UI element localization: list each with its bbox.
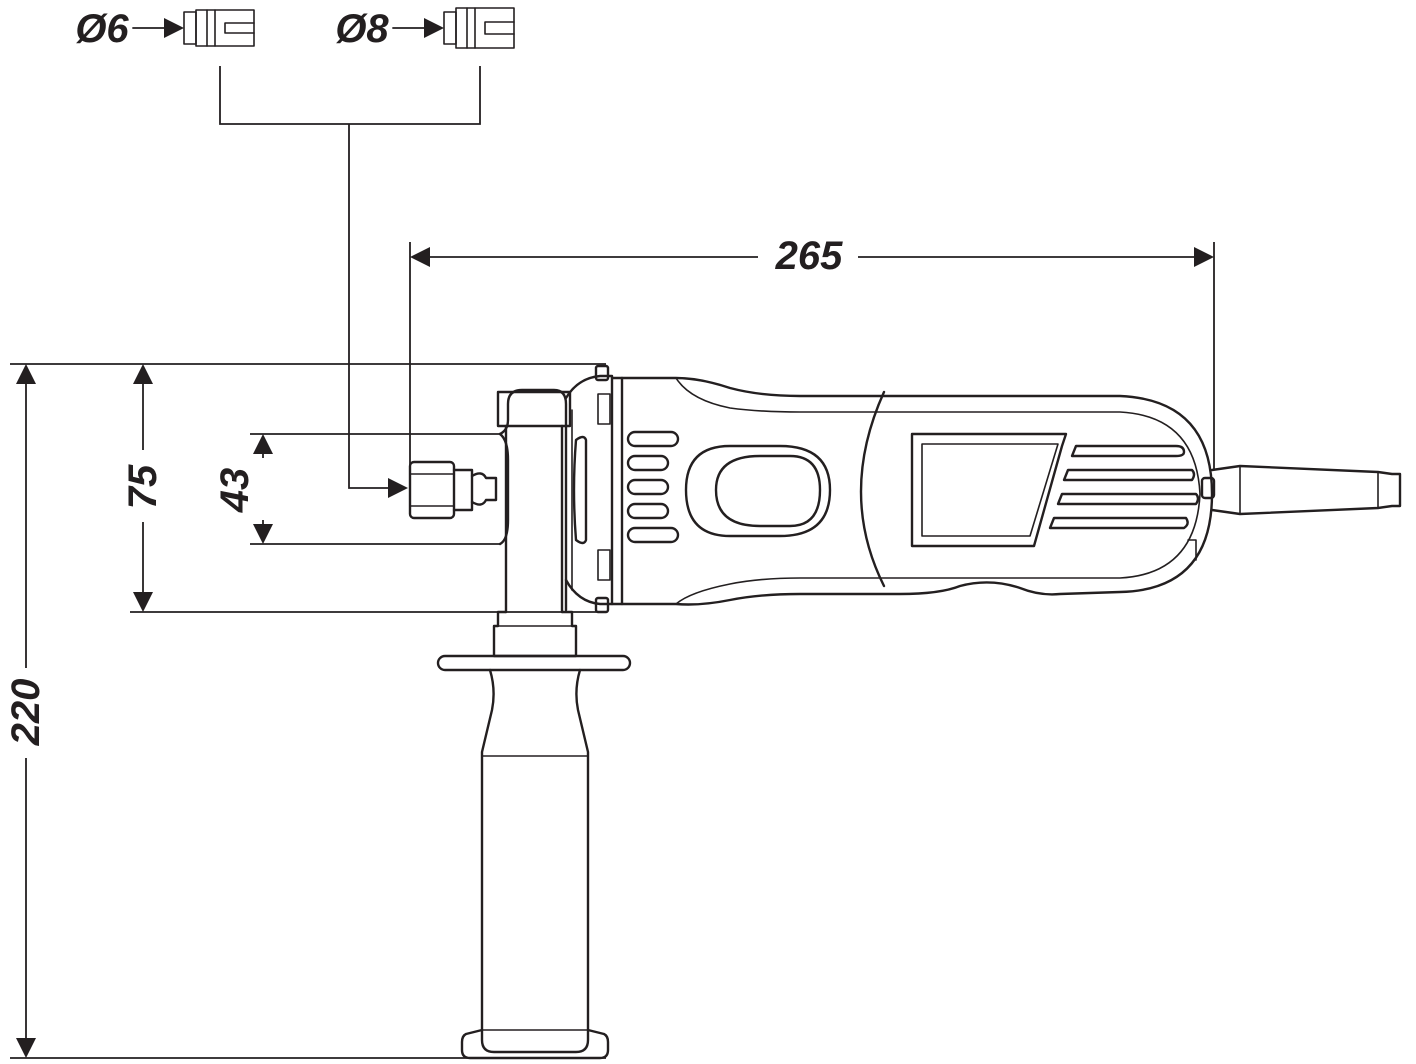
power-cord — [1200, 464, 1402, 516]
total-height-dimension — [10, 363, 606, 1059]
motor-body — [620, 376, 1214, 606]
body-height-dimension-label: 75 — [121, 460, 165, 514]
collet-6mm-label: Ø6 — [71, 9, 133, 49]
collet-height-dimension-label: 43 — [213, 463, 257, 517]
length-dimension-label: 265 — [771, 236, 847, 276]
collet-8mm-icon — [392, 7, 515, 49]
collet-6mm-icon — [132, 9, 255, 47]
collet-nut — [408, 460, 498, 520]
collet-height-dimension — [250, 433, 500, 545]
side-handle — [436, 610, 632, 1060]
total-height-dimension-label: 220 — [4, 674, 48, 750]
collet-leader-lines — [219, 66, 481, 498]
collet-8mm-label: Ø8 — [331, 9, 393, 49]
body-height-dimension — [130, 364, 604, 613]
length-dimension — [409, 242, 1215, 470]
gear-head — [496, 364, 624, 614]
